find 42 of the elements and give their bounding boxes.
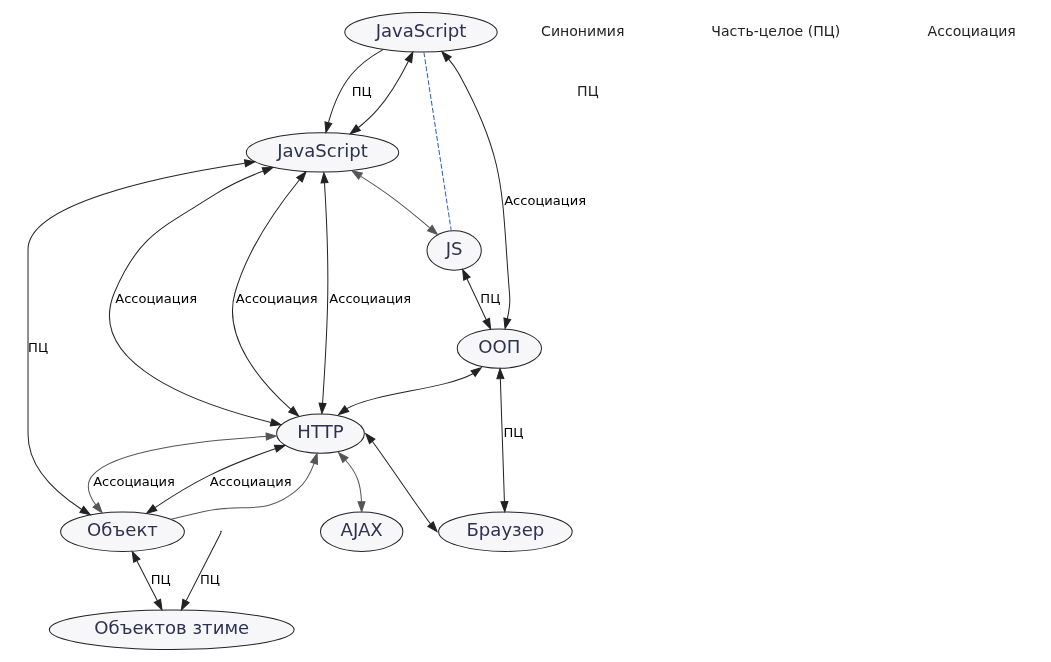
arrow xyxy=(144,444,286,515)
edge-label: Ассоциация xyxy=(209,474,292,490)
node-ellipse: Браузер xyxy=(437,511,573,552)
arrow xyxy=(108,167,282,427)
node-ellipse: Объект xyxy=(59,511,185,552)
edge-label: ПЦ xyxy=(502,425,523,441)
legend-label: Синонимия xyxy=(540,22,624,39)
node-ellipse: JS xyxy=(426,230,482,271)
arrow xyxy=(169,452,318,520)
legend-label: Ассоциация xyxy=(927,22,1016,39)
arrow xyxy=(337,451,366,514)
edge-label: Ассоциация xyxy=(92,474,175,490)
node-ellipse: ООП xyxy=(456,328,542,369)
edge-label: Ассоциация xyxy=(114,290,197,306)
node-ellipse: Объектов зтиме xyxy=(48,609,295,650)
arrow xyxy=(440,50,512,331)
node-ellipse: AJAX xyxy=(319,511,403,552)
edge-label: Ассоциация xyxy=(503,192,586,208)
arrow xyxy=(27,159,256,516)
connector xyxy=(422,51,452,232)
edge-label: ПЦ xyxy=(479,290,500,306)
arrow xyxy=(317,171,329,415)
label: ПЦ xyxy=(576,83,599,100)
edge-label: Ассоциация xyxy=(328,290,411,306)
legend-label: Часть-целое (ПЦ) xyxy=(710,22,840,39)
arrow xyxy=(231,170,307,417)
arrow xyxy=(87,432,278,514)
arrow xyxy=(350,170,439,236)
edge-label: ПЦ xyxy=(27,340,48,356)
arrow xyxy=(348,50,413,135)
edge-label: ПЦ xyxy=(150,572,171,588)
edge-label: ПЦ xyxy=(351,83,372,99)
arrow xyxy=(495,367,509,514)
arrow xyxy=(180,532,221,612)
arrow xyxy=(336,366,483,416)
edge-label: Ассоциация xyxy=(235,290,318,306)
arrow xyxy=(131,550,163,612)
arrow xyxy=(364,432,438,533)
node-ellipse: JavaScript xyxy=(343,12,498,53)
arrow xyxy=(461,268,491,331)
edge-label: ПЦ xyxy=(199,572,220,588)
arrow xyxy=(323,49,383,134)
